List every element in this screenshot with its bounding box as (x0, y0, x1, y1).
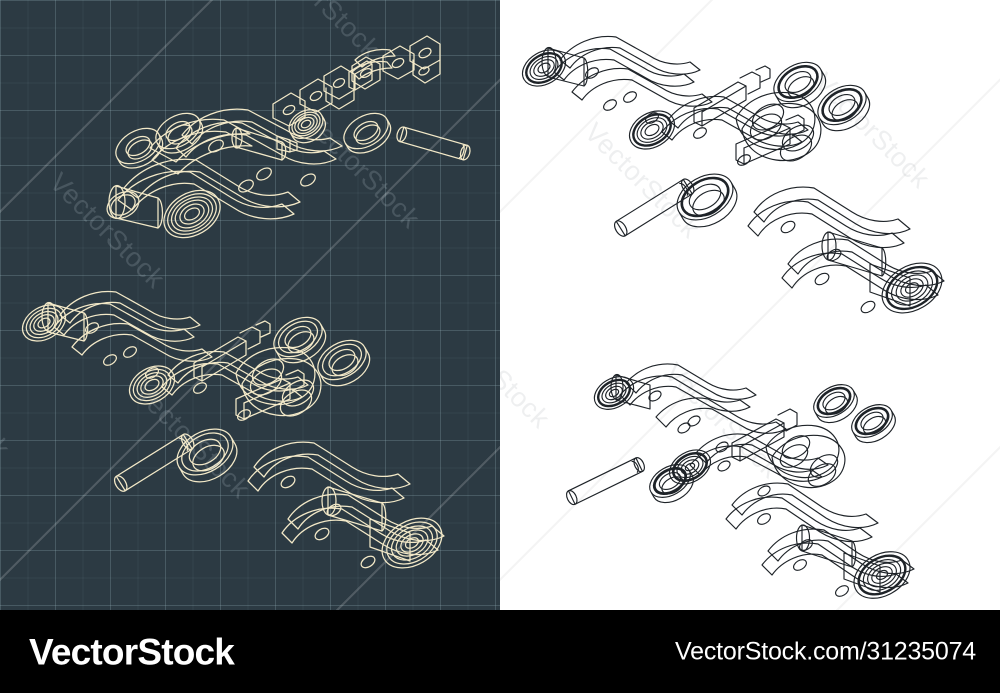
watermark-text: VectorStock (43, 167, 171, 294)
blueprint-grid-fine (0, 0, 500, 610)
blueprint-dark-panel: VectorStock VectorStock VectorStock Vect… (0, 0, 500, 610)
watermark-text-layer-dark: VectorStock VectorStock VectorStock Vect… (0, 0, 500, 610)
watermark-diagonal-streaks-dark (0, 0, 500, 610)
watermark-text: VectorStock (0, 337, 16, 464)
drawing-light-assembly-top (500, 0, 1000, 330)
watermark-text: VectorStock (298, 107, 426, 234)
watermark-text: VectorStock (128, 377, 256, 504)
watermark-text: VectorStock (500, 307, 556, 434)
vectorstock-logo: VectorStock (29, 631, 235, 672)
footer-bar: VectorStock VectorStock.com/31235074 (0, 610, 1000, 693)
lineart-light-panel: VectorStock VectorStock VectorStock Vect… (500, 0, 1000, 610)
blueprint-grid-coarse (0, 0, 500, 610)
watermark-diagonal-streaks-light (500, 0, 1000, 610)
watermark-text: VectorStock (258, 0, 386, 64)
vectorstock-url: VectorStock.com/31235074 (675, 637, 976, 665)
watermark-text: VectorStock (698, 0, 826, 5)
watermark-text: VectorStock (808, 67, 936, 194)
watermark-text: VectorStock (658, 357, 786, 484)
watermark-text-layer-light: VectorStock VectorStock VectorStock Vect… (500, 0, 1000, 610)
drawing-dark-assembly-bottom (0, 255, 500, 610)
watermark-text: VectorStock (578, 117, 706, 244)
drawing-light-assembly-bottom (500, 335, 1000, 610)
drawing-dark-assembly-top (0, 0, 500, 300)
